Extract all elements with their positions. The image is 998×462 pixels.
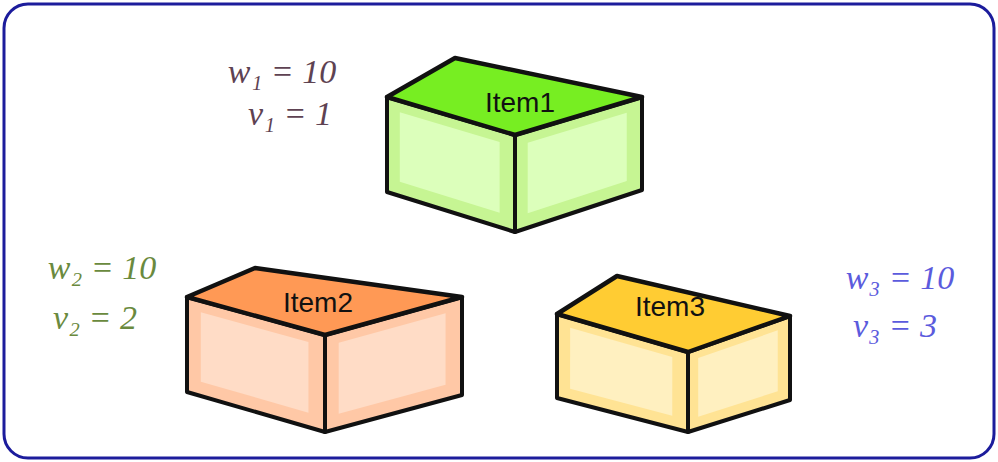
item-attribute: v₃ = 3: [853, 307, 937, 344]
item-box: Item1: [383, 54, 646, 236]
item-attribute: v₂ = 2: [53, 299, 137, 336]
item-attribute: v₁ = 1: [248, 95, 332, 132]
frame-border: [4, 4, 994, 458]
item-label: Item3: [635, 292, 705, 323]
item-box: Item3: [553, 272, 794, 436]
box-top: [387, 58, 642, 135]
item-attribute: w₁ = 10: [228, 53, 336, 90]
box-outline: [383, 54, 646, 236]
item-attribute: w₃ = 10: [846, 259, 954, 296]
item-label: Item2: [283, 288, 353, 319]
item-box: Item2: [183, 264, 466, 436]
box-top: [557, 276, 790, 352]
item-attribute: w₂ = 10: [48, 249, 156, 286]
item-label: Item1: [485, 88, 555, 119]
box-top: [187, 268, 462, 335]
